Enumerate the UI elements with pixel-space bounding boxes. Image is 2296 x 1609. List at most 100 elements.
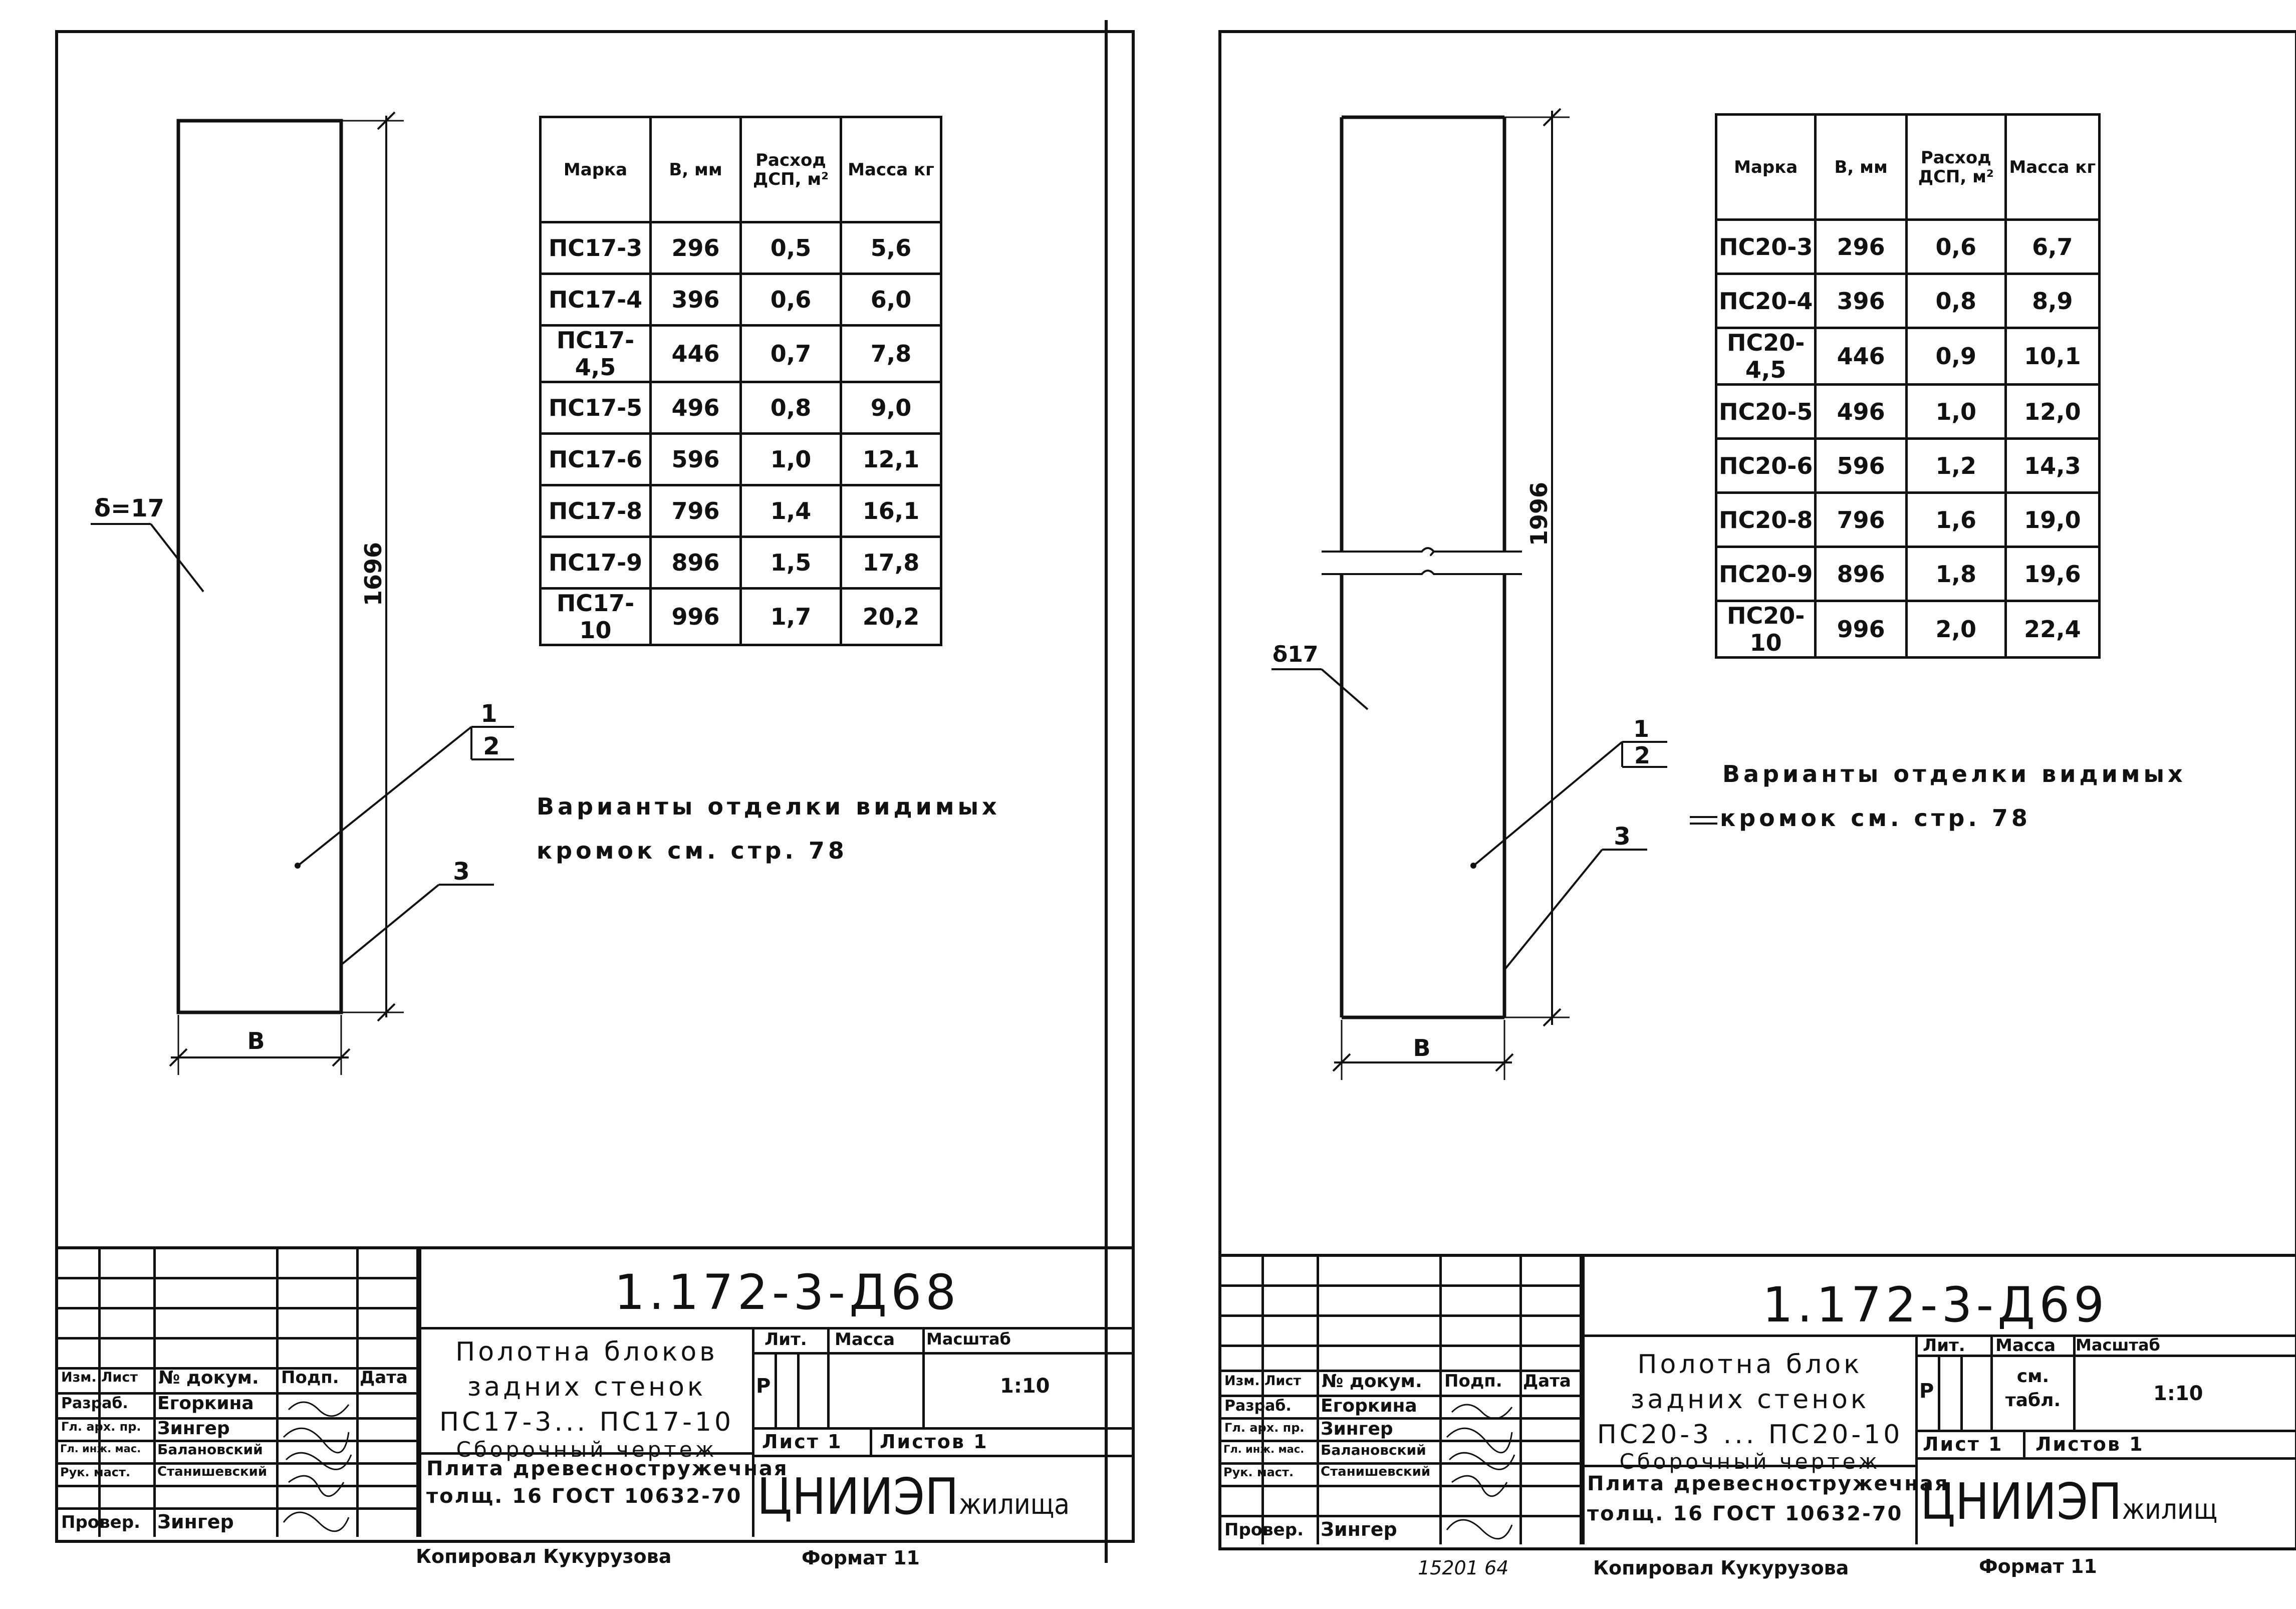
panel-drawing: 1996 В δ17 1 2 3 bbox=[1271, 108, 1717, 1080]
hdr-izm: Изм. bbox=[1224, 1373, 1260, 1389]
col-mark: Марка bbox=[1714, 113, 1817, 221]
cell-width: 896 bbox=[1814, 546, 1908, 602]
hdr-date: Дата bbox=[1523, 1371, 1571, 1391]
lit-header: Лит. bbox=[764, 1329, 807, 1350]
sheet-d69: 1996 В δ17 1 2 3 bbox=[1218, 30, 2296, 1550]
name-developer: Егоркина bbox=[1321, 1396, 1417, 1416]
cell-mark: ПС20-3 bbox=[1714, 218, 1817, 275]
cell-width: 396 bbox=[649, 273, 742, 327]
cell-width: 496 bbox=[1814, 383, 1908, 440]
table-row: ПС20-4 396 0,8 8,9 bbox=[1714, 273, 2101, 329]
cell-mark: ПС20-6 bbox=[1714, 437, 1817, 494]
document-code: 1.172-3-Д69 bbox=[1762, 1277, 2109, 1333]
signatures bbox=[283, 1401, 352, 1532]
note-line-2: кромок см. стр. 78 bbox=[1720, 804, 2031, 832]
role-developer: Разраб. bbox=[1224, 1397, 1292, 1415]
cell-mark: ПС20-4,5 bbox=[1714, 327, 1817, 386]
name-checker: Зингер bbox=[1321, 1518, 1397, 1540]
hdr-doc: № докум. bbox=[1322, 1371, 1422, 1392]
title-block-stamp: Изм. Лист № докум. Подп. Дата Разраб. Ег… bbox=[58, 1246, 1132, 1540]
material-line-2: толщ. 16 ГОСТ 10632-70 bbox=[426, 1485, 742, 1508]
cell-width: 296 bbox=[649, 221, 742, 275]
cell-width: 446 bbox=[1814, 327, 1908, 386]
hdr-date: Дата bbox=[360, 1368, 408, 1388]
cell-mark: ПС17-5 bbox=[539, 381, 652, 435]
cell-mass: 6,7 bbox=[2004, 218, 2101, 275]
table-row: ПС20-5 496 1,0 12,0 bbox=[1714, 383, 2101, 440]
drawing-area: 1996 В δ17 1 2 3 bbox=[1221, 33, 2296, 1255]
name-developer: Егоркина bbox=[157, 1393, 254, 1414]
cell-consumption: 1,6 bbox=[1905, 491, 2007, 548]
sheet-count: Листов 1 bbox=[2035, 1433, 2144, 1455]
title-line-2: задних стенок bbox=[467, 1372, 706, 1402]
title-line-4: Сборочный чертеж bbox=[456, 1437, 717, 1462]
name-chief-engineer: Балановский bbox=[157, 1441, 263, 1458]
title-line-4: Сборочный чертеж bbox=[1619, 1449, 1881, 1474]
cell-mass: 20,2 bbox=[840, 587, 942, 646]
format-label: Формат 11 bbox=[1979, 1555, 2097, 1577]
table-row: ПС17-4,5 446 0,7 7,8 bbox=[539, 324, 942, 383]
callout-3: 3 bbox=[453, 858, 469, 886]
sheet-number: Лист 1 bbox=[762, 1431, 843, 1453]
cell-mark: ПС17-8 bbox=[539, 484, 652, 538]
title-line-1: Полотна блок bbox=[1637, 1350, 1863, 1380]
cell-width: 446 bbox=[649, 324, 742, 383]
material-line-2: толщ. 16 ГОСТ 10632-70 bbox=[1587, 1502, 1903, 1525]
org-sub: жилищ bbox=[2122, 1493, 2218, 1526]
role-chief-architect: Гл. арх. пр. bbox=[1224, 1421, 1305, 1435]
thickness-label: δ=17 bbox=[94, 494, 164, 522]
spec-table: Марка В, мм Расход ДСП, м² Масса кг ПС20… bbox=[1714, 113, 2101, 659]
cell-mass: 19,0 bbox=[2004, 491, 2101, 548]
cell-width: 396 bbox=[1814, 273, 1908, 329]
cell-consumption: 1,5 bbox=[739, 535, 842, 590]
hdr-izm: Изм. bbox=[61, 1370, 97, 1385]
spec-table: Марка В, мм Расход ДСП, м² Масса кг ПС17… bbox=[539, 116, 942, 646]
cell-consumption: 0,7 bbox=[739, 324, 842, 383]
cell-consumption: 1,8 bbox=[1905, 546, 2007, 602]
cell-consumption: 1,0 bbox=[1905, 383, 2007, 440]
panel-outline bbox=[176, 119, 343, 1014]
cell-mark: ПС20-8 bbox=[1714, 491, 1817, 548]
cell-mass: 12,1 bbox=[840, 432, 942, 486]
archive-number: 15201 64 bbox=[1418, 1557, 1509, 1579]
cell-mass: 5,6 bbox=[840, 221, 942, 275]
hdr-sign: Подп. bbox=[1444, 1371, 1502, 1391]
lit-value: Р bbox=[756, 1375, 771, 1398]
callout-2: 2 bbox=[483, 732, 499, 760]
cell-mass: 12,0 bbox=[2004, 383, 2101, 440]
break-gap bbox=[1322, 552, 1522, 574]
note-line-1: Варианты отделки видимых bbox=[1722, 760, 2186, 787]
mass-header: Масса bbox=[1995, 1335, 2056, 1356]
hdr-list: Лист bbox=[1264, 1373, 1301, 1389]
cell-mark: ПС17-6 bbox=[539, 432, 652, 486]
cell-consumption: 0,9 bbox=[1905, 327, 2007, 386]
cell-mark: ПС20-9 bbox=[1714, 546, 1817, 602]
scale-value: 1:10 bbox=[2153, 1382, 2203, 1405]
role-chief-architect: Гл. арх. пр. bbox=[61, 1420, 141, 1434]
table-row: ПС20-3 296 0,6 6,7 bbox=[1714, 218, 2101, 275]
cell-mark: ПС20-5 bbox=[1714, 383, 1817, 440]
width-dim-label: В bbox=[247, 1027, 265, 1054]
table-row: ПС20-4,5 446 0,9 10,1 bbox=[1714, 327, 2101, 386]
cell-mass: 16,1 bbox=[840, 484, 942, 538]
col-mass: Масса кг bbox=[840, 116, 942, 223]
title-line-1: Полотна блоков bbox=[455, 1337, 718, 1367]
cell-width: 996 bbox=[1814, 600, 1908, 659]
sheet-number: Лист 1 bbox=[1923, 1433, 2003, 1455]
role-developer: Разраб. bbox=[61, 1395, 128, 1412]
name-chief-architect: Зингер bbox=[157, 1418, 230, 1439]
cell-width: 596 bbox=[1814, 437, 1908, 494]
hdr-list: Лист bbox=[101, 1370, 138, 1385]
break-line-bottom bbox=[1322, 570, 1522, 575]
cell-mass: 22,4 bbox=[2004, 600, 2101, 659]
cell-width: 496 bbox=[649, 381, 742, 435]
signature-grid bbox=[1221, 1257, 1582, 1544]
copied-by: Копировал Кукурузова bbox=[1593, 1557, 1849, 1579]
callout-2: 2 bbox=[1634, 742, 1650, 769]
table-row: ПС17-4 396 0,6 6,0 bbox=[539, 273, 942, 327]
table-row: ПС17-3 296 0,5 5,6 bbox=[539, 221, 942, 275]
copied-by: Копировал Кукурузова bbox=[416, 1545, 672, 1567]
cell-consumption: 1,4 bbox=[739, 484, 842, 538]
table-row: ПС17-9 896 1,5 17,8 bbox=[539, 535, 942, 590]
cell-consumption: 1,7 bbox=[739, 587, 842, 646]
